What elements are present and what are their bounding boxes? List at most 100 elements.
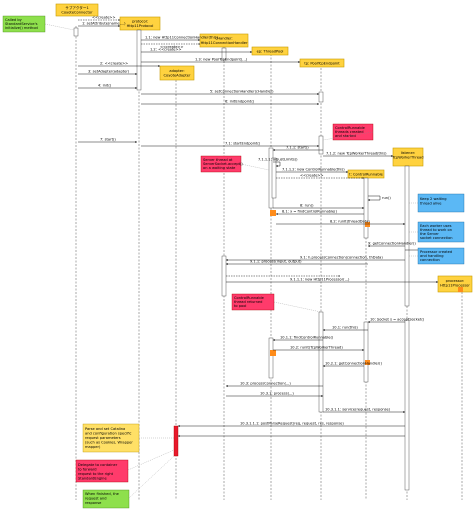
participant-p2[interactable]: adapter: CoyoteAdapter	[159, 65, 195, 81]
svg-text:Each worker uses: Each worker uses	[420, 224, 452, 228]
msg-m24: 9.1.1: process(input, output)	[250, 260, 302, 264]
msg-m7: 3: setAdapter(adapter)	[88, 70, 130, 74]
msg-m17: <<create>>	[300, 174, 323, 178]
note-n7: Parse and set Catalina and configuration…	[82, 423, 140, 453]
svg-text:Server thread at: Server thread at	[203, 158, 233, 162]
svg-text:socket connection: socket connection	[420, 236, 453, 240]
svg-text:and started: and started	[335, 134, 356, 138]
activation-p6-b	[363, 321, 369, 383]
participant-p8-label2: Http11Processor	[440, 284, 470, 288]
participant-p3[interactable]: cHandler: Http11ConnectionHandler	[199, 33, 249, 48]
svg-text:to forward: to forward	[78, 468, 97, 472]
activation-p5-b	[318, 135, 324, 155]
svg-text:ControlRunnable: ControlRunnable	[335, 126, 366, 130]
activation-p7-a	[404, 165, 410, 307]
msg-m2: 1.1: new Http11ConnectionHandler(this)	[145, 36, 218, 40]
msg-m0: <<create>>	[92, 16, 115, 20]
activation-p5-c	[318, 311, 324, 413]
svg-text:on a waiting state: on a waiting state	[203, 166, 236, 170]
svg-text:and configuration specific: and configuration specific	[85, 432, 131, 436]
svg-text:thread to work on: thread to work on	[420, 228, 452, 232]
msg-m12: 7.1: startEndpoint()	[225, 142, 261, 146]
svg-text:thread returned: thread returned	[234, 300, 262, 304]
svg-text:StandardEngine: StandardEngine	[78, 477, 107, 481]
participant-p8-label1: processor:	[446, 279, 465, 283]
svg-text:to pool: to pool	[234, 304, 246, 308]
participant-p0-label1: サブアクター1	[65, 5, 89, 10]
participant-p2-label1: adapter:	[169, 69, 184, 73]
note-n2: Server thread at ServerSocket.accept() o…	[200, 155, 243, 173]
note-n5: Processor created and handling connectio…	[417, 247, 465, 265]
msg-m8: 4: init()	[98, 84, 112, 88]
msg-m9: 5: setConnectionHandler(cHandler)	[210, 90, 274, 94]
participant-p5-label: tp: PoolTcpEndpoint	[304, 62, 340, 66]
msg-m32: 10.3.1: process(...)	[260, 392, 294, 396]
msg-m18: run()	[382, 196, 391, 200]
msg-m29: 10.2: runIt(TcpWorkerThread)	[290, 346, 343, 350]
svg-text:ServerSocket.accept(): ServerSocket.accept()	[203, 162, 243, 166]
note-n9: When finished, the request and response	[82, 489, 130, 509]
message-labels: <<create>> 1: setAttribute(name,...) 1.1…	[82, 16, 425, 426]
participant-p8[interactable]: processor: Http11Processor	[437, 275, 473, 293]
activation-p2-a	[173, 425, 179, 457]
svg-text:StandardService's: StandardService's	[5, 22, 38, 26]
msg-m1: 1: setAttribute(name,...)	[82, 22, 126, 26]
msg-m30: 10.2.1: getConnectionHandler()	[325, 362, 383, 366]
participant-p1-label1: protocol:	[132, 20, 148, 24]
msg-m22: 9: getConnectionHandler()	[368, 242, 416, 246]
messages	[78, 20, 440, 437]
participant-p4-label: ep: ThreadPool	[257, 50, 284, 54]
msg-m27: 10.1: run(this)	[332, 326, 358, 330]
msg-m4: 1.2: <<create>>	[150, 48, 182, 52]
participant-p5[interactable]: tp: PoolTcpEndpoint	[299, 58, 345, 68]
activation-p7-b	[404, 319, 410, 491]
svg-text:When finished, the: When finished, the	[85, 492, 120, 496]
participant-p1-label2: Http11Protocol	[127, 24, 154, 28]
msg-m6: 2: <<create>>	[100, 62, 128, 66]
svg-text:connection: connection	[420, 258, 440, 262]
msg-m34: 10.3.1.1.1: postParseRequest(req, reques…	[240, 422, 344, 426]
svg-text:request and: request and	[85, 497, 107, 501]
note-connectors	[44, 23, 418, 499]
note-n1: ControlRunnable threads created and star…	[332, 123, 374, 141]
svg-text:ControlRunnable: ControlRunnable	[234, 296, 265, 300]
note-n8: Delegate to container to forward request…	[75, 459, 129, 483]
participant-p6[interactable]: t: ControlRunnable	[347, 169, 385, 179]
msg-m23: 9.1: h.processConnection(connection, thD…	[300, 256, 383, 260]
msg-m11: 7: start()	[100, 138, 116, 142]
note-n6: ControlRunnable thread returned to pool	[231, 293, 275, 311]
msg-m20: 8.1: x = findControlRunnable()	[282, 210, 338, 214]
activation-p4-b	[271, 157, 277, 199]
activation-p5-a	[318, 91, 324, 103]
svg-text:threads created: threads created	[335, 130, 363, 134]
self-call-markers	[270, 210, 463, 365]
msg-m3: <<create>>	[160, 45, 183, 49]
msg-m28: 10.1.1: findControlRunnable()	[280, 336, 334, 340]
svg-text:request to the right: request to the right	[78, 472, 114, 476]
svg-text:Delegate to container: Delegate to container	[78, 463, 118, 467]
participant-p2-label2: CoyoteAdapter	[164, 74, 191, 78]
activation-p6-a	[363, 177, 369, 239]
msg-m15: 7.1.1.1: adjustLimits()	[258, 158, 298, 162]
msg-m26: 10: Socket s = acceptSocket()	[370, 318, 425, 322]
msg-m14: 7.1.2: new TcpWorkerThread(this)	[326, 152, 387, 156]
msg-m19: 8: run()	[300, 204, 314, 208]
activation-p3-a	[221, 47, 227, 61]
msg-m5: 1.3: new PoolTcpEndpoint(...)	[195, 58, 248, 62]
participant-p7-label1: listener:	[401, 151, 416, 155]
svg-text:request parameters: request parameters	[85, 436, 121, 440]
msg-m33: 10.3.1.1: service(request, response)	[325, 408, 391, 412]
participant-p3-label2: Http11ConnectionHandler	[201, 41, 248, 45]
msg-m31: 10.3: processConnection(...)	[240, 382, 291, 386]
activation-p3-b	[221, 255, 227, 297]
note-n3: Keep 2 waiting thread alive	[417, 193, 465, 213]
participant-p7[interactable]: listener: TcpWorkerThread	[391, 147, 424, 167]
msg-m25: 9.1.1.1: new Http11Processor(...)	[290, 278, 350, 282]
participant-p1[interactable]: protocol: Http11Protocol	[119, 16, 161, 31]
activation-p0	[73, 27, 79, 37]
note-n0: Called by StandardService's initialize()…	[2, 15, 46, 33]
participant-p0-label2: CoyoteConnector	[61, 11, 93, 15]
participant-p0[interactable]: サブアクター1 CoyoteConnector	[55, 3, 99, 17]
participant-p4[interactable]: ep: ThreadPool	[251, 46, 289, 56]
